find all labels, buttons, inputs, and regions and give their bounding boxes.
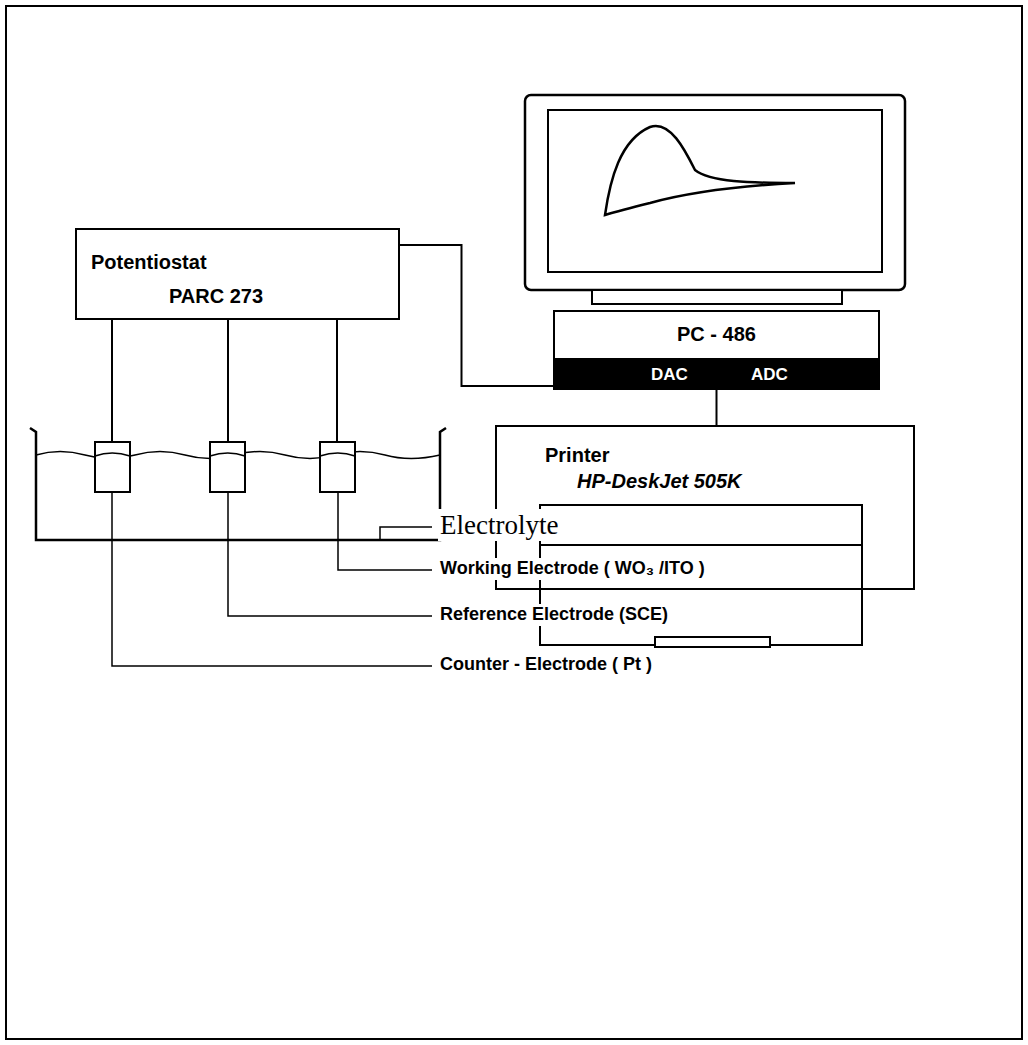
- electrode-label: Reference Electrode (SCE): [438, 604, 670, 626]
- electrode-label: Counter - Electrode ( Pt ): [438, 654, 654, 676]
- box-text: PARC 273: [169, 284, 263, 308]
- beaker: [30, 428, 446, 540]
- box-text: ADC: [751, 365, 788, 385]
- leader-lines: [112, 492, 432, 666]
- connector-wire: [716, 390, 718, 425]
- potentiostat-box: PotentiostatPARC 273: [75, 228, 400, 320]
- box-title: PC - 486: [677, 322, 756, 346]
- monitor: [525, 95, 905, 304]
- converter-band: [555, 358, 878, 388]
- cv-curve: [605, 126, 795, 215]
- box-title: Potentiostat: [91, 250, 207, 274]
- electrodes: [95, 442, 355, 492]
- connector-wire: [400, 245, 553, 386]
- box-text: HP-DeskJet 505K: [577, 469, 742, 493]
- electrode-wires: [112, 320, 337, 442]
- electrode-label: Working Electrode ( WO₃ /ITO ): [438, 558, 707, 580]
- outer-frame: [6, 6, 1022, 1039]
- box-title: Printer: [545, 443, 609, 467]
- box-text: DAC: [651, 365, 688, 385]
- computer-box: PC - 486DAC ADC: [553, 310, 880, 390]
- electrolyte-label: Electrolyte: [438, 509, 560, 541]
- electrode-meniscus: [95, 453, 355, 456]
